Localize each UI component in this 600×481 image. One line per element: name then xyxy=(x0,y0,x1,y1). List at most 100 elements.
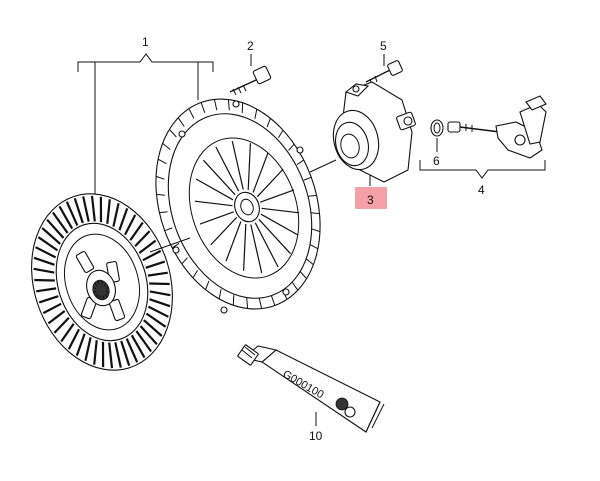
radial-line xyxy=(243,223,247,271)
tube-logo-circle xyxy=(335,397,349,411)
callout-5-label: 5 xyxy=(380,39,387,53)
radial-line xyxy=(227,99,230,111)
radial-line xyxy=(291,281,299,291)
radial-line xyxy=(258,218,292,255)
radial-line xyxy=(47,310,66,325)
pressure-plate xyxy=(149,98,337,314)
radial-line xyxy=(139,325,158,346)
radial-line xyxy=(162,143,171,150)
radial-line xyxy=(199,211,235,225)
radial-line xyxy=(259,189,295,203)
radial-line xyxy=(129,221,144,241)
radial-line xyxy=(308,194,317,197)
radial-line xyxy=(135,330,152,353)
radial-line xyxy=(202,159,236,196)
radial-line xyxy=(120,340,131,367)
radial-line xyxy=(38,295,59,304)
radial-line xyxy=(58,205,74,230)
callout-10-label: 10 xyxy=(309,429,323,443)
radial-line xyxy=(296,159,305,166)
callout-3-highlight xyxy=(355,187,387,209)
radial-line xyxy=(215,146,240,192)
radial-line xyxy=(41,227,61,245)
radial-line xyxy=(105,287,109,289)
radial-line xyxy=(118,208,129,231)
radial-line xyxy=(36,287,57,293)
radial-line xyxy=(143,319,163,337)
connector-cap xyxy=(525,95,547,111)
radial-line xyxy=(164,227,173,232)
radial-line xyxy=(195,178,234,201)
radial-line xyxy=(108,342,114,369)
o-ring xyxy=(430,119,444,137)
radial-line xyxy=(138,239,157,254)
callout-1-bracket xyxy=(77,53,214,72)
radial-line xyxy=(94,282,98,287)
radial-line xyxy=(142,249,162,262)
radial-line xyxy=(159,211,168,214)
radial-line xyxy=(246,297,249,309)
radial-line xyxy=(311,228,321,233)
radial-line xyxy=(266,118,271,128)
radial-line xyxy=(177,117,185,127)
radial-line xyxy=(171,242,180,249)
radial-line xyxy=(270,295,276,306)
release-bearing-3 xyxy=(332,81,416,183)
callout-4-group: 4 xyxy=(419,160,546,197)
radial-line xyxy=(90,195,96,222)
radial-line xyxy=(247,143,251,191)
radial-line xyxy=(205,280,210,290)
callout-1-label: 1 xyxy=(142,35,149,49)
mounting-hole xyxy=(178,130,186,138)
mounting-hole xyxy=(172,246,180,254)
radial-line xyxy=(288,143,295,151)
radial-line xyxy=(303,176,312,181)
o-ring-6 xyxy=(430,119,444,137)
radial-line xyxy=(157,158,167,165)
callout-2-label: 2 xyxy=(247,39,254,53)
radial-line xyxy=(149,282,170,286)
radial-line xyxy=(52,211,69,234)
callout-4-bracket xyxy=(419,160,546,179)
radial-line xyxy=(232,294,235,306)
radial-line xyxy=(92,286,97,289)
radial-line xyxy=(145,312,167,328)
radial-line xyxy=(252,152,269,193)
bolt-2 xyxy=(229,65,272,96)
radial-line xyxy=(149,298,171,308)
radial-line xyxy=(299,270,307,279)
radial-line xyxy=(75,333,86,356)
radial-line xyxy=(305,258,314,265)
radial-line xyxy=(200,102,206,113)
radial-line xyxy=(84,337,92,362)
radial-line xyxy=(93,340,98,365)
clutch-disc xyxy=(31,193,173,371)
radial-line xyxy=(258,297,263,309)
bearing-inner-ring xyxy=(334,121,370,167)
mounting-hole xyxy=(296,146,304,154)
radial-line xyxy=(105,291,110,294)
radial-line xyxy=(37,236,59,252)
radial-line xyxy=(82,196,90,222)
radial-line xyxy=(112,202,120,227)
callout-10-group: 10 xyxy=(309,412,323,443)
radial-line xyxy=(210,216,238,246)
mounting-hole xyxy=(282,288,290,296)
damper-spring xyxy=(108,298,126,322)
radial-line xyxy=(65,201,79,226)
mounting-hole xyxy=(232,100,240,108)
radial-line xyxy=(194,200,233,207)
radial-line xyxy=(311,212,320,215)
radial-line xyxy=(102,295,105,300)
radial-line xyxy=(42,302,62,315)
radial-line xyxy=(149,290,171,297)
radial-line xyxy=(104,293,108,298)
radial-line xyxy=(93,291,97,293)
radial-line xyxy=(213,99,218,111)
radial-line xyxy=(53,316,70,334)
callout-6-group: 6 xyxy=(433,138,440,168)
callout-5-group: 5 xyxy=(380,39,387,66)
radial-line xyxy=(60,323,75,343)
callout-2-group: 2 xyxy=(247,39,254,66)
